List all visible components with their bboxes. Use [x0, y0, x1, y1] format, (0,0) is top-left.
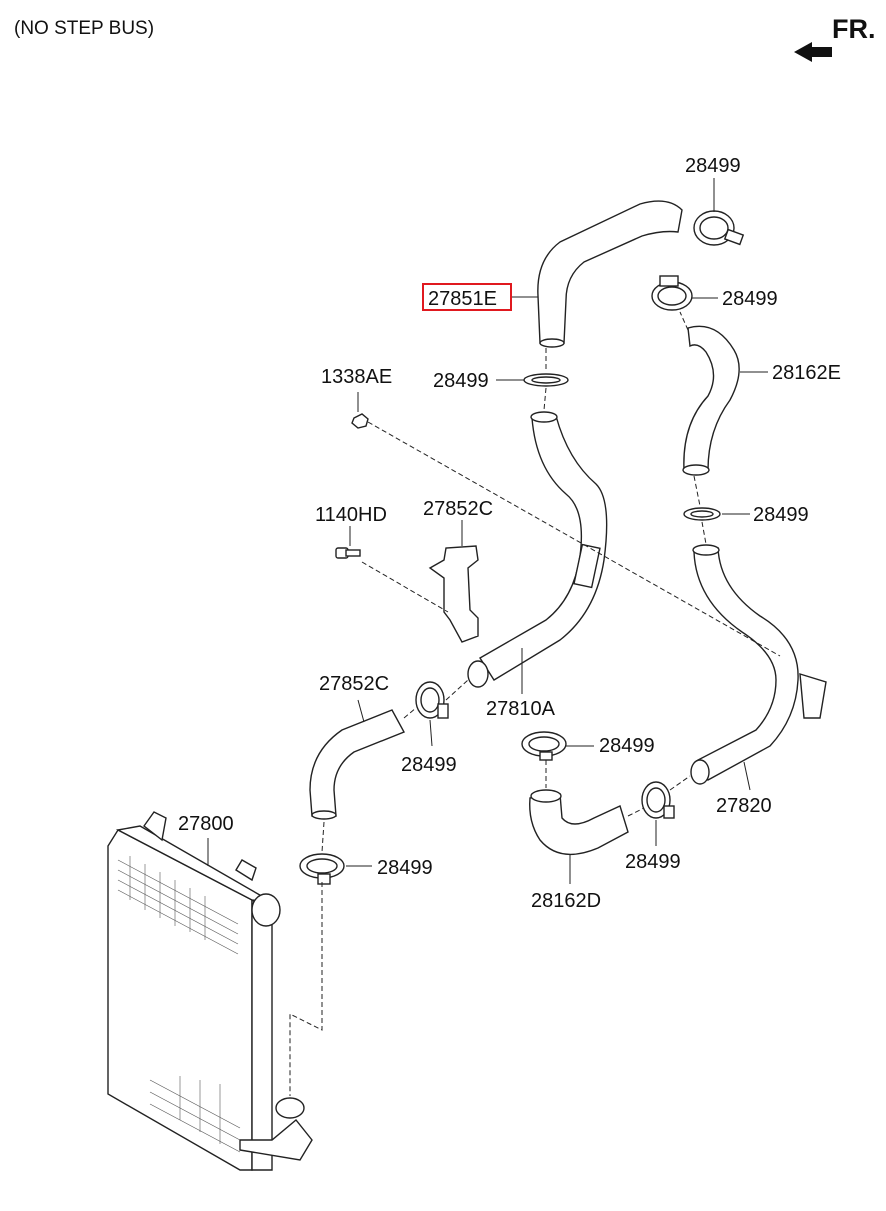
right-upper-hose-28162E[interactable] — [683, 325, 740, 471]
main-pipe-mount-tab — [573, 543, 601, 589]
label-right-pipe[interactable]: 27820 — [716, 795, 772, 817]
intercooler-27800[interactable] — [107, 811, 313, 1171]
label-nut[interactable]: 1338AE — [321, 366, 392, 388]
hose-clamp-upper-mid[interactable] — [523, 373, 569, 387]
no-step-bus-note: (NO STEP BUS) — [14, 18, 154, 39]
label-main-pipe[interactable]: 27810A — [486, 698, 556, 720]
assembly-lines — [289, 311, 781, 1096]
label-clamp-right-low[interactable]: 28499 — [625, 851, 681, 873]
label-clamp-top[interactable]: 28499 — [685, 155, 741, 177]
bracket-27852C-upper[interactable] — [428, 545, 479, 643]
hose-clamp-small-center[interactable] — [521, 731, 567, 761]
hose-clamp-right-mid[interactable] — [683, 507, 721, 521]
front-direction-indicator: FR. — [794, 14, 876, 62]
leader-lines — [207, 178, 768, 884]
upper-hose-27851E[interactable] — [537, 200, 683, 344]
right-pipe-mount-bracket — [799, 673, 827, 719]
label-right-upper-hose[interactable]: 28162E — [772, 362, 841, 384]
hose-clamp-right-low[interactable] — [641, 781, 675, 819]
label-left-mid-hose[interactable]: 27852C — [319, 673, 389, 695]
right-pipe-bottom-end — [690, 759, 710, 785]
right-pipe-27820[interactable] — [693, 547, 799, 781]
label-clamp-right-mid[interactable]: 28499 — [753, 504, 809, 526]
main-pipe-bottom-end — [467, 660, 489, 688]
left-mid-hose-end — [311, 810, 337, 820]
upper-hose-end — [539, 338, 565, 348]
label-clamp-right-top[interactable]: 28499 — [722, 288, 778, 310]
label-bracket-upper[interactable]: 27852C — [423, 498, 493, 520]
front-arrow-icon — [794, 42, 832, 62]
lower-hose-28162D[interactable] — [529, 793, 629, 856]
main-pipe-27810A[interactable] — [479, 415, 608, 681]
label-clamp-upper-mid[interactable]: 28499 — [433, 370, 489, 392]
label-clamp-small-center[interactable]: 28499 — [599, 735, 655, 757]
label-upper-hose[interactable]: 27851E — [428, 288, 497, 310]
right-upper-hose-end — [682, 464, 710, 476]
label-clamp-left-mid[interactable]: 28499 — [401, 754, 457, 776]
hose-clamp-left-low[interactable] — [299, 853, 345, 885]
main-pipe-top-end — [530, 411, 558, 423]
label-bolt[interactable]: 1140HD — [315, 504, 387, 526]
front-label: FR. — [832, 14, 876, 44]
label-intercooler[interactable]: 27800 — [178, 813, 234, 835]
hose-clamp-top[interactable] — [693, 210, 745, 246]
intercooler-top-outlet — [251, 893, 281, 927]
callout-labels: 27851E 28499 28499 1338AE 28499 28162E 1… — [178, 155, 841, 912]
right-pipe-top-end — [692, 544, 720, 556]
hose-clamp-right-top[interactable] — [651, 275, 693, 311]
intercooler-bottom-inlet — [275, 1097, 305, 1119]
hose-clamp-left-mid[interactable] — [415, 681, 449, 719]
left-mid-hose-27852C[interactable] — [309, 709, 405, 817]
label-clamp-left-low[interactable]: 28499 — [377, 857, 433, 879]
nut-1338AE[interactable] — [351, 413, 369, 429]
label-lower-hose[interactable]: 28162D — [531, 890, 601, 912]
lower-hose-end — [530, 789, 562, 803]
highlight-box — [422, 283, 512, 311]
intercooler-core-mesh — [117, 856, 241, 1153]
bolt-1140HD[interactable] — [335, 547, 361, 559]
